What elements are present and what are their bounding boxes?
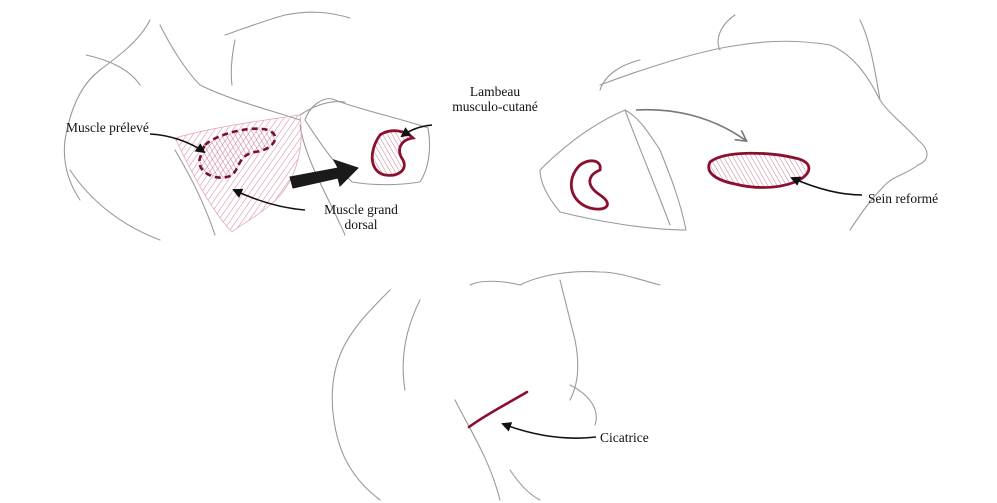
- scar-line: [469, 392, 527, 427]
- arrow-sein-reforme: [792, 178, 862, 195]
- reformed-breast-shape: [709, 153, 809, 187]
- transfer-arrow-curve: [636, 110, 745, 140]
- label-grand-dorsal-line2: dorsal: [306, 217, 416, 232]
- arrow-cicatrice: [503, 424, 596, 438]
- label-lambeau-line1: Lambeau: [430, 84, 560, 99]
- flap-skin-island-2: [571, 161, 607, 209]
- label-muscle-preleve: Muscle prélevé: [66, 120, 149, 135]
- panel-result: [332, 272, 660, 500]
- label-muscle-grand-dorsal: Muscle grand dorsal: [306, 202, 416, 232]
- label-lambeau-musculo-cutane: Lambeau musculo-cutané: [430, 84, 560, 114]
- label-sein-reforme: Sein reformé: [868, 191, 938, 206]
- label-cicatrice: Cicatrice: [600, 430, 649, 445]
- label-grand-dorsal-line1: Muscle grand: [306, 202, 416, 217]
- transfer-arrow-big: [290, 160, 358, 188]
- label-lambeau-line2: musculo-cutané: [430, 99, 560, 114]
- flap-skin-island: [372, 131, 413, 176]
